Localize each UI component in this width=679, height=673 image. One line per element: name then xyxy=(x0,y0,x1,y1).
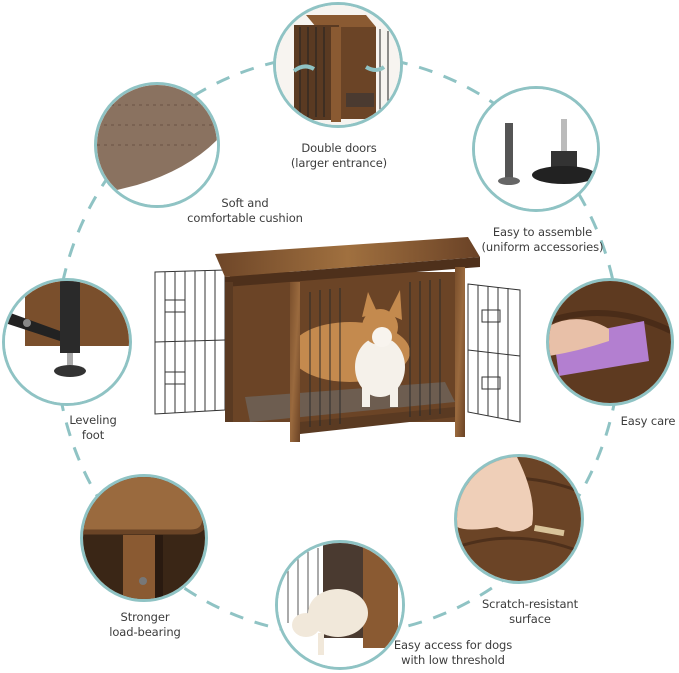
feature-bubble-easy-access xyxy=(275,540,405,670)
feature-bubble-double-doors xyxy=(273,2,403,128)
feature-label-scratch: Scratch-resistant surface xyxy=(481,597,579,626)
feature-label-assemble: Easy to assemble (uniform accessories) xyxy=(481,225,604,254)
leveling-foot-icon xyxy=(5,281,129,403)
dog-entering-icon xyxy=(278,543,402,667)
feature-bubble-scratch xyxy=(454,454,584,584)
feature-bubble-easy-care xyxy=(546,278,674,406)
cleaning-towel-icon xyxy=(549,281,671,403)
cushion-icon xyxy=(97,85,217,205)
key-scratch-icon xyxy=(457,457,581,581)
screw-and-foot-icon xyxy=(475,89,597,209)
feature-label-double-doors: Double doors (larger entrance) xyxy=(290,141,388,170)
feature-bubble-load-bearing xyxy=(80,474,208,602)
right-door xyxy=(467,283,521,423)
wood-corner-icon xyxy=(83,477,205,599)
feature-bubble-leveling-foot xyxy=(2,278,132,406)
feature-label-easy-care: Easy care xyxy=(620,414,676,428)
feature-bubble-cushion xyxy=(94,82,220,208)
feature-label-easy-access: Easy access for dogs with low threshold xyxy=(393,638,513,667)
feature-label-cushion: Soft and comfortable cushion xyxy=(187,196,303,225)
center-crate-image xyxy=(154,237,521,442)
feature-label-load-bearing: Stronger load-bearing xyxy=(109,610,181,639)
feature-label-leveling-foot: Leveling foot xyxy=(69,413,117,442)
feature-bubble-assemble xyxy=(472,86,600,212)
double-door-crate-icon xyxy=(276,5,400,125)
left-door xyxy=(154,269,226,415)
